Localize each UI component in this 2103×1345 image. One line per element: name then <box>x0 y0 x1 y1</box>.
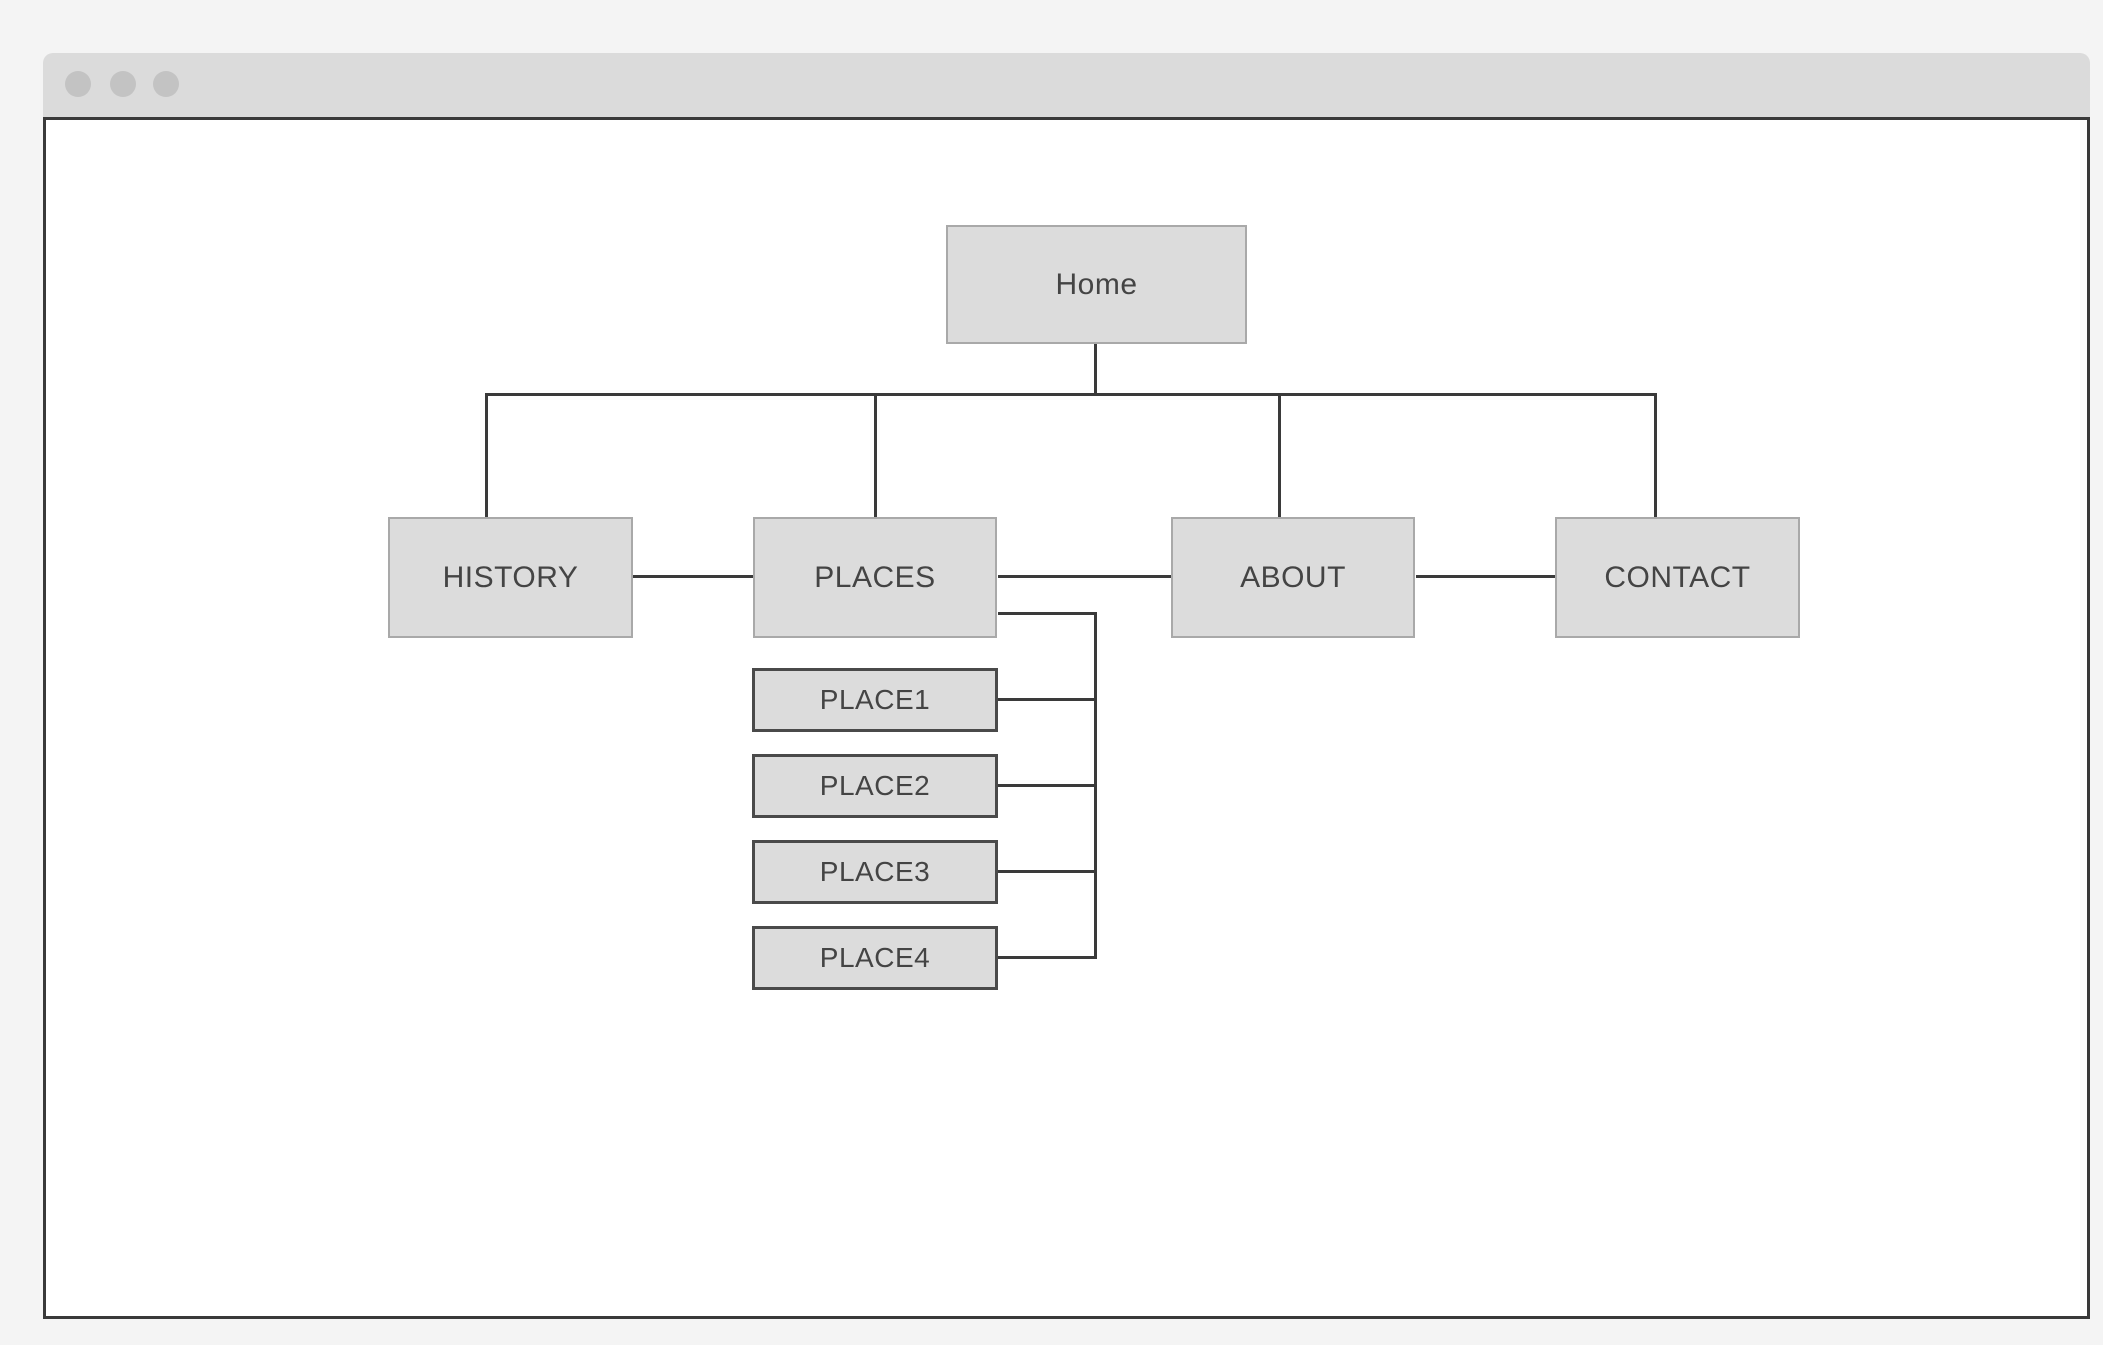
connector-drop-contact <box>1654 393 1657 517</box>
node-places[interactable]: PLACES <box>753 517 997 638</box>
node-places-label: PLACES <box>814 560 936 594</box>
node-place3[interactable]: PLACE3 <box>752 840 998 904</box>
node-place1[interactable]: PLACE1 <box>752 668 998 732</box>
connector-places-branch <box>998 612 1097 615</box>
window-control-dot-2[interactable] <box>110 71 136 97</box>
node-home-label: Home <box>1055 267 1138 301</box>
node-place2[interactable]: PLACE2 <box>752 754 998 818</box>
connector-drop-about <box>1278 393 1281 517</box>
window-control-dot-1[interactable] <box>65 71 91 97</box>
node-place3-label: PLACE3 <box>819 856 931 887</box>
window-titlebar <box>43 53 2090 117</box>
connector-stub-place3 <box>998 870 1096 873</box>
node-home[interactable]: Home <box>946 225 1247 344</box>
connector-history-places <box>633 575 753 578</box>
node-place2-label: PLACE2 <box>819 770 931 801</box>
browser-window: Home HISTORY PLACES ABOUT CONTACT PLACE1… <box>43 53 2090 1319</box>
node-place4[interactable]: PLACE4 <box>752 926 998 990</box>
node-place1-label: PLACE1 <box>819 684 931 715</box>
connector-home-trunk <box>1094 344 1097 396</box>
window-control-dot-3[interactable] <box>153 71 179 97</box>
node-about[interactable]: ABOUT <box>1171 517 1415 638</box>
connector-stub-place4 <box>998 956 1096 959</box>
connector-drop-places <box>874 393 877 517</box>
connector-stub-place1 <box>998 698 1096 701</box>
connector-places-about <box>998 575 1171 578</box>
node-place4-label: PLACE4 <box>819 942 931 973</box>
node-contact-label: CONTACT <box>1604 560 1751 594</box>
connector-drop-history <box>485 393 488 517</box>
sitemap-canvas: Home HISTORY PLACES ABOUT CONTACT PLACE1… <box>43 117 2090 1319</box>
node-about-label: ABOUT <box>1240 560 1346 594</box>
node-history[interactable]: HISTORY <box>388 517 633 638</box>
connector-horizontal-bus <box>485 393 1657 396</box>
connector-stub-place2 <box>998 784 1096 787</box>
connector-about-contact <box>1416 575 1555 578</box>
node-contact[interactable]: CONTACT <box>1555 517 1800 638</box>
node-history-label: HISTORY <box>442 560 579 594</box>
